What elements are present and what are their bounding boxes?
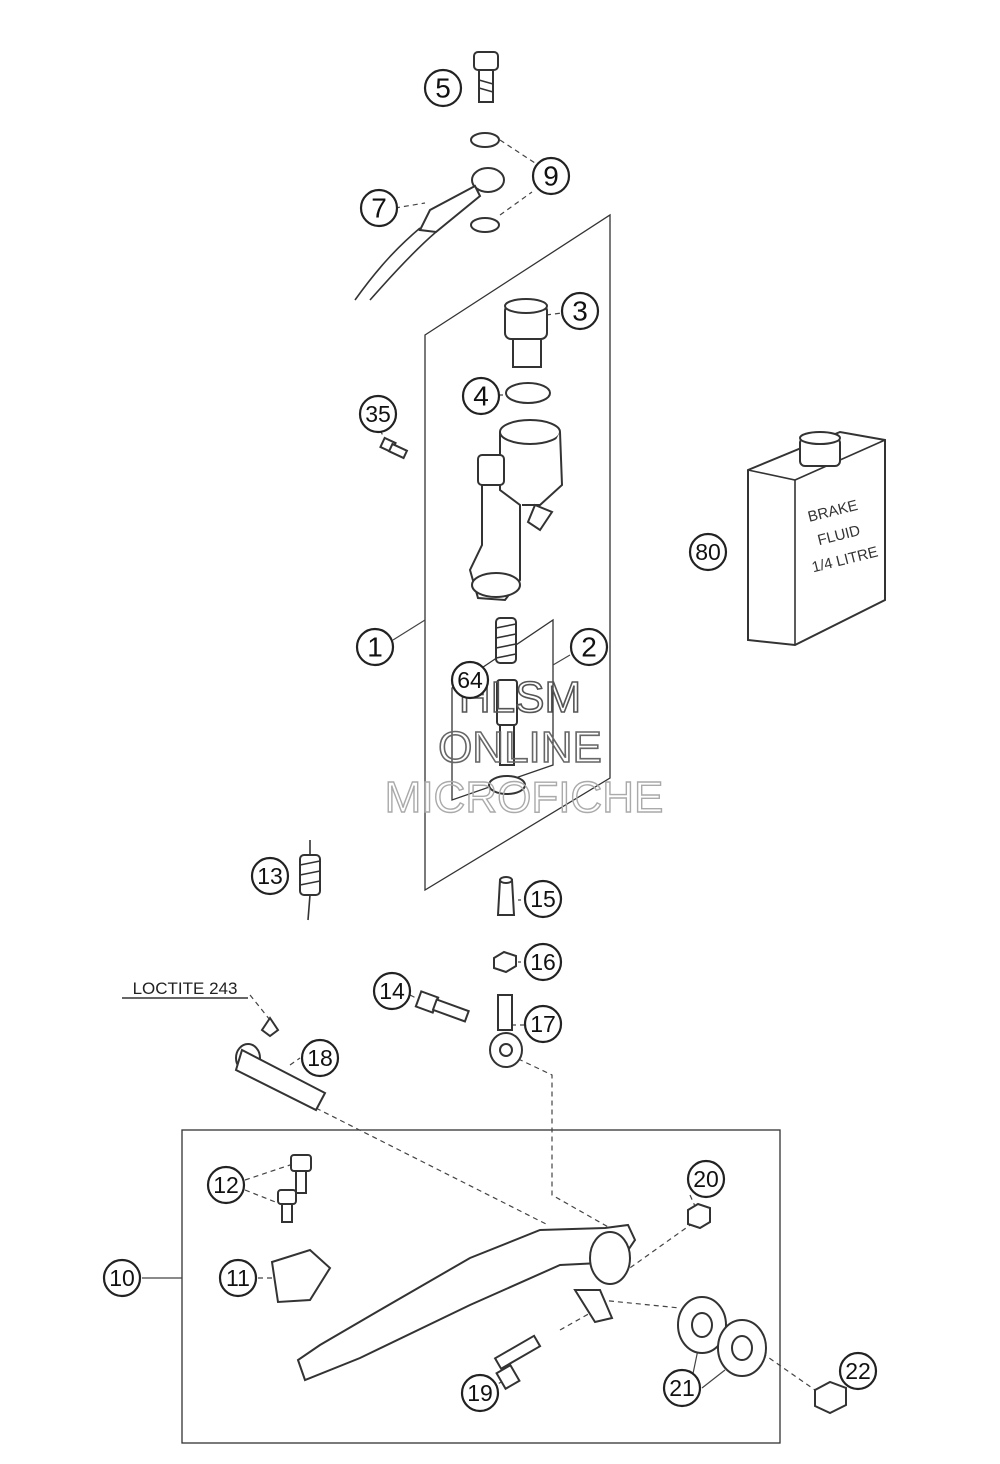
pedal-pivot-bolt-part xyxy=(234,1043,327,1112)
svg-text:18: 18 xyxy=(307,1045,333,1071)
callout-11: 11 xyxy=(218,1258,258,1298)
loctite-drop-icon xyxy=(260,1016,280,1038)
pedal-screws-part xyxy=(277,1154,312,1223)
sealing-washer-top-part xyxy=(470,132,500,148)
svg-text:15: 15 xyxy=(530,886,556,912)
hex-nut-part xyxy=(493,950,517,974)
callout-15: 15 xyxy=(523,879,563,919)
callout-18: 18 xyxy=(300,1038,340,1078)
master-cylinder-kit-frame xyxy=(424,213,611,892)
svg-text:5: 5 xyxy=(435,73,451,104)
callout-1: 1 xyxy=(355,627,395,667)
callout-80: 80 xyxy=(688,532,728,572)
svg-text:4: 4 xyxy=(473,381,489,412)
spring-part xyxy=(495,617,517,664)
callout-20: 20 xyxy=(686,1159,726,1199)
svg-text:16: 16 xyxy=(530,949,556,975)
svg-text:13: 13 xyxy=(257,863,283,889)
callout-12: 12 xyxy=(206,1165,246,1205)
svg-text:7: 7 xyxy=(371,193,387,224)
svg-text:9: 9 xyxy=(543,161,559,192)
callout-35: 35 xyxy=(358,394,398,434)
callout-14: 14 xyxy=(372,971,412,1011)
callout-16: 16 xyxy=(523,942,563,982)
push-rod-part xyxy=(496,876,516,916)
callout-7: 7 xyxy=(359,188,399,228)
brake-pedal-kit-frame xyxy=(181,1129,781,1444)
pedal-bolt-part xyxy=(493,1334,542,1391)
svg-text:20: 20 xyxy=(693,1166,719,1192)
piston-kit-frame xyxy=(451,618,554,801)
watermark: HLSM ONLINE MICROFICHE xyxy=(384,672,664,823)
callout-3: 3 xyxy=(560,291,600,331)
svg-text:64: 64 xyxy=(457,667,483,693)
callout-13: 13 xyxy=(250,856,290,896)
callout-21: 21 xyxy=(662,1368,702,1408)
brake-hose-part xyxy=(354,167,505,301)
svg-text:12: 12 xyxy=(213,1172,239,1198)
svg-text:21: 21 xyxy=(669,1375,695,1401)
screw-part xyxy=(379,436,409,460)
pivot-bolt-part xyxy=(414,990,470,1023)
svg-text:22: 22 xyxy=(845,1358,871,1384)
callout-9: 9 xyxy=(531,156,571,196)
svg-text:2: 2 xyxy=(581,632,597,663)
loctite-note: LOCTITE 243 xyxy=(133,979,238,998)
master-cylinder-body-part xyxy=(468,419,564,602)
pedal-tip-part xyxy=(270,1248,332,1304)
lock-nut-part xyxy=(687,1202,711,1230)
return-spring-part xyxy=(299,840,321,921)
callout-19: 19 xyxy=(460,1373,500,1413)
callout-4: 4 xyxy=(461,376,501,416)
svg-text:10: 10 xyxy=(109,1265,135,1291)
bearings-part xyxy=(677,1296,767,1377)
watermark-line3: MICROFICHE xyxy=(385,773,664,822)
callout-5: 5 xyxy=(423,68,463,108)
callout-64: 64 xyxy=(450,660,490,700)
callout-10: 10 xyxy=(102,1258,142,1298)
svg-text:3: 3 xyxy=(572,296,588,327)
svg-text:19: 19 xyxy=(467,1380,493,1406)
sealing-washer-bottom-part xyxy=(470,217,500,233)
brake-fluid-can-part: BRAKE FLUID 1/4 LITRE xyxy=(747,430,886,647)
svg-text:17: 17 xyxy=(530,1011,556,1037)
svg-text:14: 14 xyxy=(379,978,405,1004)
svg-text:35: 35 xyxy=(365,401,391,427)
o-ring-part xyxy=(505,382,551,404)
reservoir-cap-part xyxy=(504,298,548,368)
callout-17: 17 xyxy=(523,1004,563,1044)
callout-2: 2 xyxy=(569,627,609,667)
svg-text:1: 1 xyxy=(367,632,383,663)
svg-text:11: 11 xyxy=(226,1265,250,1291)
piston-part xyxy=(488,679,526,795)
axle-nut-part xyxy=(814,1380,847,1415)
clevis-part xyxy=(489,994,523,1068)
watermark-line2: ONLINE xyxy=(438,723,602,772)
brake-pedal-part xyxy=(296,1223,637,1382)
svg-text:80: 80 xyxy=(695,539,721,565)
banjo-bolt-part xyxy=(473,51,499,103)
callout-22: 22 xyxy=(838,1351,878,1391)
